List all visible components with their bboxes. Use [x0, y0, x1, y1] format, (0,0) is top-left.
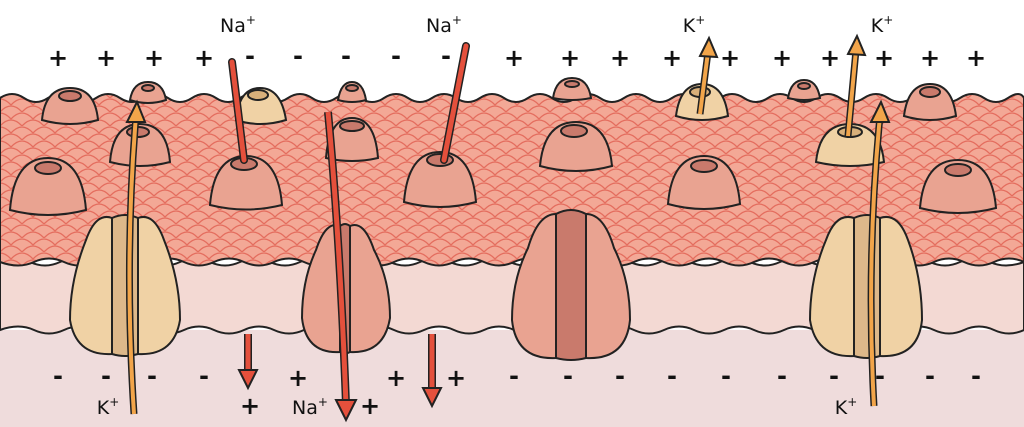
bump-3 — [234, 86, 288, 125]
inner-minus-sign-13: - — [667, 362, 677, 390]
outer-plus-sign-16: + — [820, 44, 840, 72]
bump-2 — [128, 80, 168, 104]
inner-minus-sign-12: - — [615, 362, 625, 390]
outer-minus-sign-6: - — [293, 42, 303, 70]
outer-plus-sign-13: + — [662, 44, 682, 72]
bump-16 — [666, 154, 742, 210]
inner-minus-sign-19: - — [971, 362, 981, 390]
sodium-channel-middle-left — [300, 223, 392, 355]
outer-plus-sign-17: + — [874, 44, 894, 72]
bump-4 — [336, 80, 368, 103]
inner-minus-sign-14: - — [721, 362, 731, 390]
outer-plus-sign-11: + — [560, 44, 580, 72]
inner-minus-sign-11: - — [563, 362, 573, 390]
outer-minus-sign-9: - — [441, 42, 451, 70]
k-arrow-top-1 — [696, 35, 719, 115]
surface-bumps — [8, 76, 998, 216]
outer-plus-sign-15: + — [772, 44, 792, 72]
outer-plus-sign-2: + — [96, 44, 116, 72]
bump-1 — [40, 86, 100, 125]
k-label-top-1: K+ — [683, 13, 706, 37]
outer-minus-sign-5: - — [245, 42, 255, 70]
bump-8 — [902, 82, 958, 121]
outer-plus-sign-3: + — [144, 44, 164, 72]
na-arrow-top-right — [440, 42, 470, 164]
inner-minus-sign-16: - — [829, 362, 839, 390]
outer-plus-sign-14: + — [720, 44, 740, 72]
outer-minus-sign-8: - — [391, 42, 401, 70]
inner-minus-sign-3: - — [147, 362, 157, 390]
k-arrow-right — [867, 99, 891, 407]
inner-plus-sign-5: + — [288, 364, 308, 392]
outer-charges: + + + + - - - - - + + + + + + + + + + — [48, 42, 986, 72]
bump-17 — [918, 158, 998, 214]
na-arrow-down-left — [237, 334, 259, 391]
na-arrow-top-left — [228, 58, 248, 164]
outer-plus-sign-1: + — [48, 44, 68, 72]
k-label-bottom-2: K+ — [835, 395, 858, 419]
k-arrow-top-2 — [844, 33, 867, 137]
inner-minus-sign-4: - — [199, 362, 209, 390]
outer-plus-sign-18: + — [920, 44, 940, 72]
channels — [68, 209, 924, 361]
na-arrow-through-channel — [324, 111, 358, 423]
bump-7 — [786, 78, 822, 101]
inner-plus-sign-8: + — [240, 392, 260, 420]
inner-minus-sign-15: - — [777, 362, 787, 390]
bump-14 — [208, 154, 284, 211]
inner-minus-sign-17: - — [875, 362, 885, 390]
closed-channel-center — [510, 209, 632, 361]
k-label-top-2: K+ — [871, 13, 894, 37]
inner-plus-sign-9: + — [360, 392, 380, 420]
na-label-top-2: Na+ — [426, 13, 462, 37]
bump-5 — [551, 76, 593, 101]
bump-13 — [8, 156, 88, 216]
k-label-bottom-1: K+ — [97, 395, 120, 419]
outer-plus-sign-10: + — [504, 44, 524, 72]
potassium-channel-right — [808, 214, 924, 359]
na-arrow-down-right — [421, 334, 443, 409]
outer-plus-sign-19: + — [966, 44, 986, 72]
inner-charges: ----+++++---------- — [53, 362, 981, 420]
inner-minus-sign-2: - — [101, 362, 111, 390]
ion-arrows — [125, 33, 891, 423]
na-label-bottom: Na+ — [292, 395, 328, 419]
potassium-channel-left — [68, 214, 182, 357]
outer-plus-sign-4: + — [194, 44, 214, 72]
bump-10 — [324, 116, 380, 162]
inner-plus-sign-7: + — [446, 364, 466, 392]
na-label-top-1: Na+ — [220, 13, 256, 37]
outer-minus-sign-7: - — [341, 42, 351, 70]
outer-plus-sign-12: + — [610, 44, 630, 72]
k-arrow-left — [125, 99, 147, 415]
inner-minus-sign-10: - — [509, 362, 519, 390]
inner-minus-sign-18: - — [925, 362, 935, 390]
bump-11 — [538, 120, 614, 172]
inner-minus-sign-1: - — [53, 362, 63, 390]
inner-plus-sign-6: + — [386, 364, 406, 392]
ion-labels: Na+ Na+ K+ K+ K+ Na+ K+ — [97, 13, 894, 419]
